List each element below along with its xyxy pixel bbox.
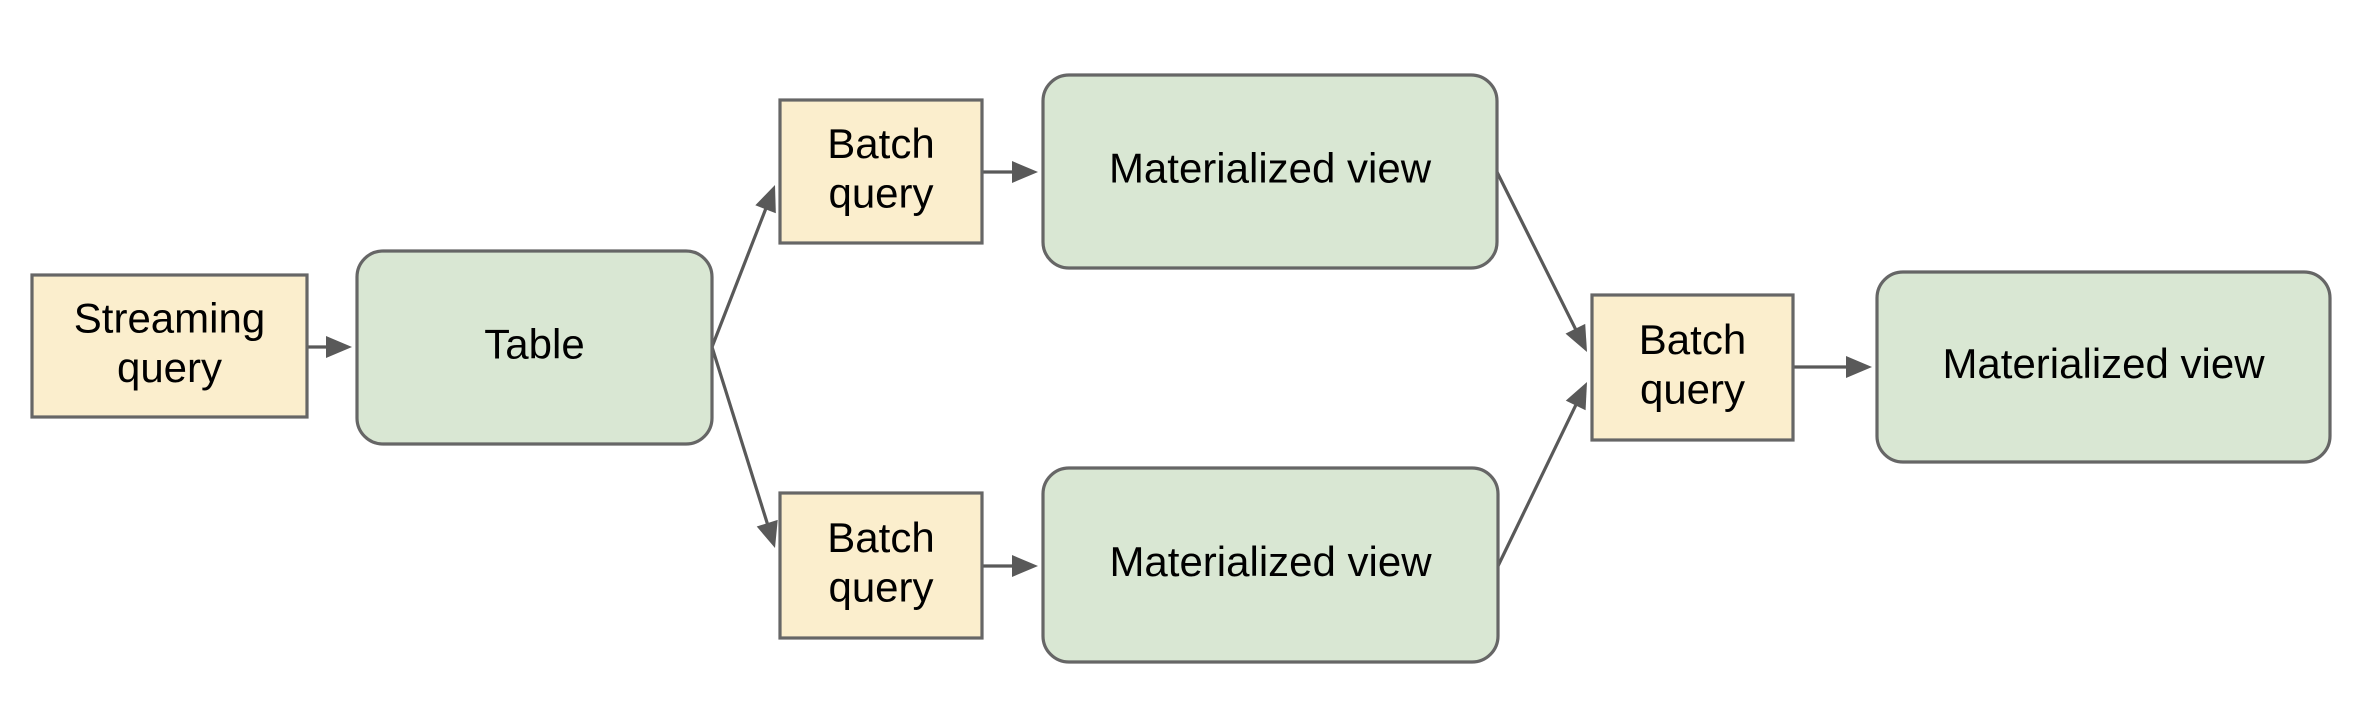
edge-batch-query-join-to-materialized-view-final — [1793, 356, 1872, 378]
edge-table-to-batch-query-bottom — [710, 346, 778, 548]
node-label: query — [1640, 365, 1745, 412]
edge-materialized-view-bottom-to-batch-query-join — [1496, 382, 1587, 567]
edge-streaming-query-to-table — [307, 336, 352, 358]
node-label: Materialized view — [1942, 340, 2265, 387]
arrowhead-icon — [1012, 555, 1038, 577]
node-label: query — [828, 169, 933, 216]
node-label: Batch — [1639, 316, 1746, 363]
node-label: Streaming — [74, 294, 265, 341]
edge-line — [710, 346, 770, 526]
arrowhead-icon — [755, 185, 776, 214]
arrowhead-icon — [1565, 382, 1587, 411]
edge-line — [710, 206, 768, 348]
edge-batch-query-bottom-to-materialized-view-bottom — [982, 555, 1038, 577]
edge-materialized-view-top-to-batch-query-join — [1495, 171, 1587, 352]
node-shape-view[interactable] — [1041, 73, 1499, 270]
edge-line — [1495, 171, 1578, 332]
node-shape-view[interactable] — [1041, 466, 1500, 664]
edge-line — [1496, 402, 1578, 567]
node-label: Materialized view — [1109, 538, 1432, 585]
arrowhead-icon — [1012, 161, 1038, 183]
node-table[interactable]: Table — [355, 249, 714, 446]
arrowhead-icon — [756, 519, 778, 548]
arrowhead-icon — [1565, 323, 1587, 352]
edges-layer — [307, 161, 1872, 577]
arrowhead-icon — [1846, 356, 1872, 378]
node-label: query — [828, 563, 933, 610]
node-materialized-view-final[interactable]: Materialized view — [1875, 270, 2332, 464]
arrowhead-icon — [326, 336, 352, 358]
node-materialized-view-top[interactable]: Materialized view — [1041, 73, 1499, 270]
node-shape-query[interactable] — [30, 273, 309, 419]
node-shape-view[interactable] — [1875, 270, 2332, 464]
node-materialized-view-bottom[interactable]: Materialized view — [1041, 466, 1500, 664]
node-label: Batch — [827, 120, 934, 167]
node-shape-query[interactable] — [778, 491, 984, 640]
edge-batch-query-top-to-materialized-view-top — [982, 161, 1038, 183]
edge-table-to-batch-query-top — [710, 185, 776, 348]
node-shape-view[interactable] — [355, 249, 714, 446]
node-label: Materialized view — [1109, 145, 1432, 192]
node-label: Batch — [827, 514, 934, 561]
node-shape-query[interactable] — [1590, 293, 1795, 442]
node-label: Table — [484, 321, 584, 368]
node-label: query — [117, 344, 222, 391]
node-shape-query[interactable] — [778, 98, 984, 245]
